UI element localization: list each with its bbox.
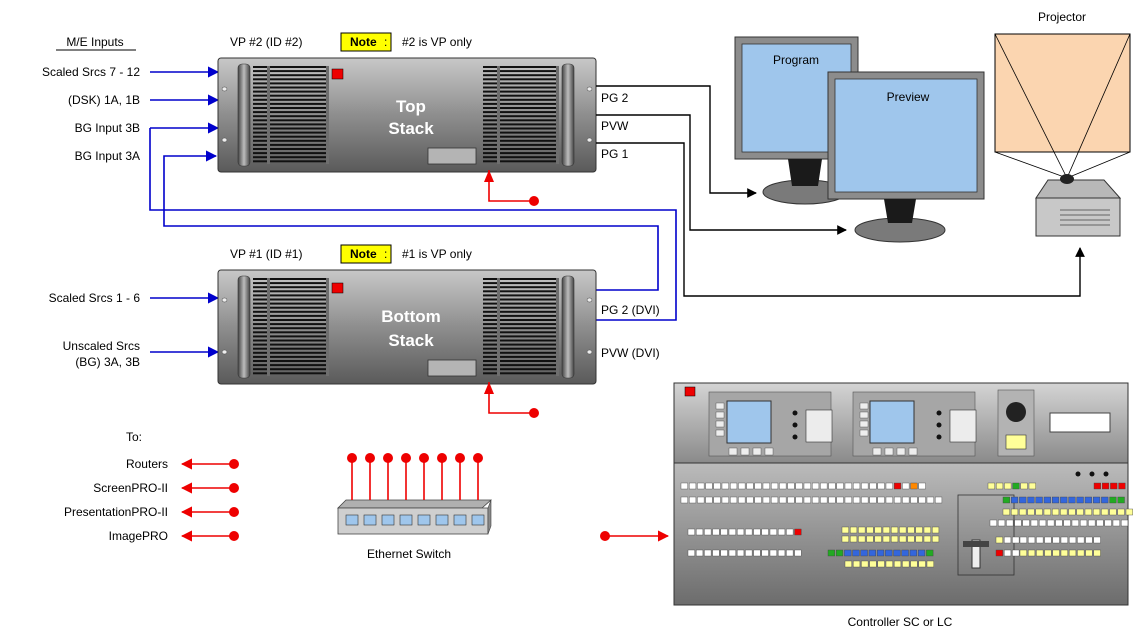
target-imagepro: ImagePRO bbox=[109, 529, 168, 543]
inputs-heading: M/E Inputs bbox=[66, 35, 123, 49]
top-vp-note-text: #2 is VP only bbox=[402, 35, 472, 49]
output-cables bbox=[596, 85, 1085, 297]
ethernet-links bbox=[180, 170, 670, 542]
bottom-vp-note-colon: : bbox=[384, 247, 387, 261]
input-label-bottom-2: (BG) 3A, 3B bbox=[75, 355, 140, 369]
bottom-vp-title: VP #1 (ID #1) bbox=[230, 247, 302, 261]
top-vp-note-box bbox=[340, 32, 392, 52]
target-screenpro: ScreenPRO-II bbox=[93, 481, 168, 495]
top-stack-name-2: Stack bbox=[388, 119, 434, 138]
top-stack-name-1: Top bbox=[396, 97, 426, 116]
bottom-vp-note-text: #1 is VP only bbox=[402, 247, 472, 261]
preview-monitor bbox=[827, 71, 985, 243]
projector-label: Projector bbox=[1038, 10, 1086, 24]
preview-label: Preview bbox=[887, 90, 930, 104]
bottom-stack-vents bbox=[253, 278, 559, 376]
input-label-bottom-0: Scaled Srcs 1 - 6 bbox=[49, 291, 141, 305]
input-arrows bbox=[149, 66, 677, 358]
bottom-output-pvw: PVW (DVI) bbox=[601, 346, 660, 360]
bottom-stack-name-1: Bottom bbox=[381, 307, 440, 326]
top-stack-vents bbox=[253, 66, 559, 164]
top-output-pg2: PG 2 bbox=[601, 91, 629, 105]
ethernet-switch bbox=[337, 499, 493, 535]
bottom-vp-note-box bbox=[340, 244, 392, 264]
bottom-stack-name-2: Stack bbox=[388, 331, 434, 350]
program-monitor bbox=[734, 36, 859, 205]
bottom-vp-note-label: Note bbox=[350, 247, 377, 261]
top-output-pvw: PVW bbox=[601, 119, 629, 133]
top-vp-title: VP #2 (ID #2) bbox=[230, 35, 302, 49]
target-presentationpro: PresentationPRO-II bbox=[64, 505, 168, 519]
targets-heading: To: bbox=[126, 430, 142, 444]
input-label-bottom-1: Unscaled Srcs bbox=[63, 339, 140, 353]
controller-label: Controller SC or LC bbox=[848, 615, 953, 629]
switch-label: Ethernet Switch bbox=[367, 547, 451, 561]
input-label-top-1: (DSK) 1A, 1B bbox=[68, 93, 140, 107]
projector-screen bbox=[994, 33, 1131, 179]
switch-uplinks bbox=[347, 453, 483, 500]
input-label-top-0: Scaled Srcs 7 - 12 bbox=[42, 65, 140, 79]
top-vp-note-label: Note bbox=[350, 35, 377, 49]
switch-ports bbox=[345, 514, 485, 526]
top-vp-note-colon: : bbox=[384, 35, 387, 49]
projector-unit bbox=[1035, 174, 1122, 237]
target-routers: Routers bbox=[126, 457, 168, 471]
controller-buttons bbox=[680, 402, 1133, 568]
input-label-top-3: BG Input 3A bbox=[75, 149, 140, 163]
controller-console bbox=[673, 382, 1129, 606]
program-label: Program bbox=[773, 53, 819, 67]
bottom-output-pg2: PG 2 (DVI) bbox=[601, 303, 660, 317]
top-output-pg1: PG 1 bbox=[601, 147, 629, 161]
input-label-top-2: BG Input 3B bbox=[75, 121, 140, 135]
